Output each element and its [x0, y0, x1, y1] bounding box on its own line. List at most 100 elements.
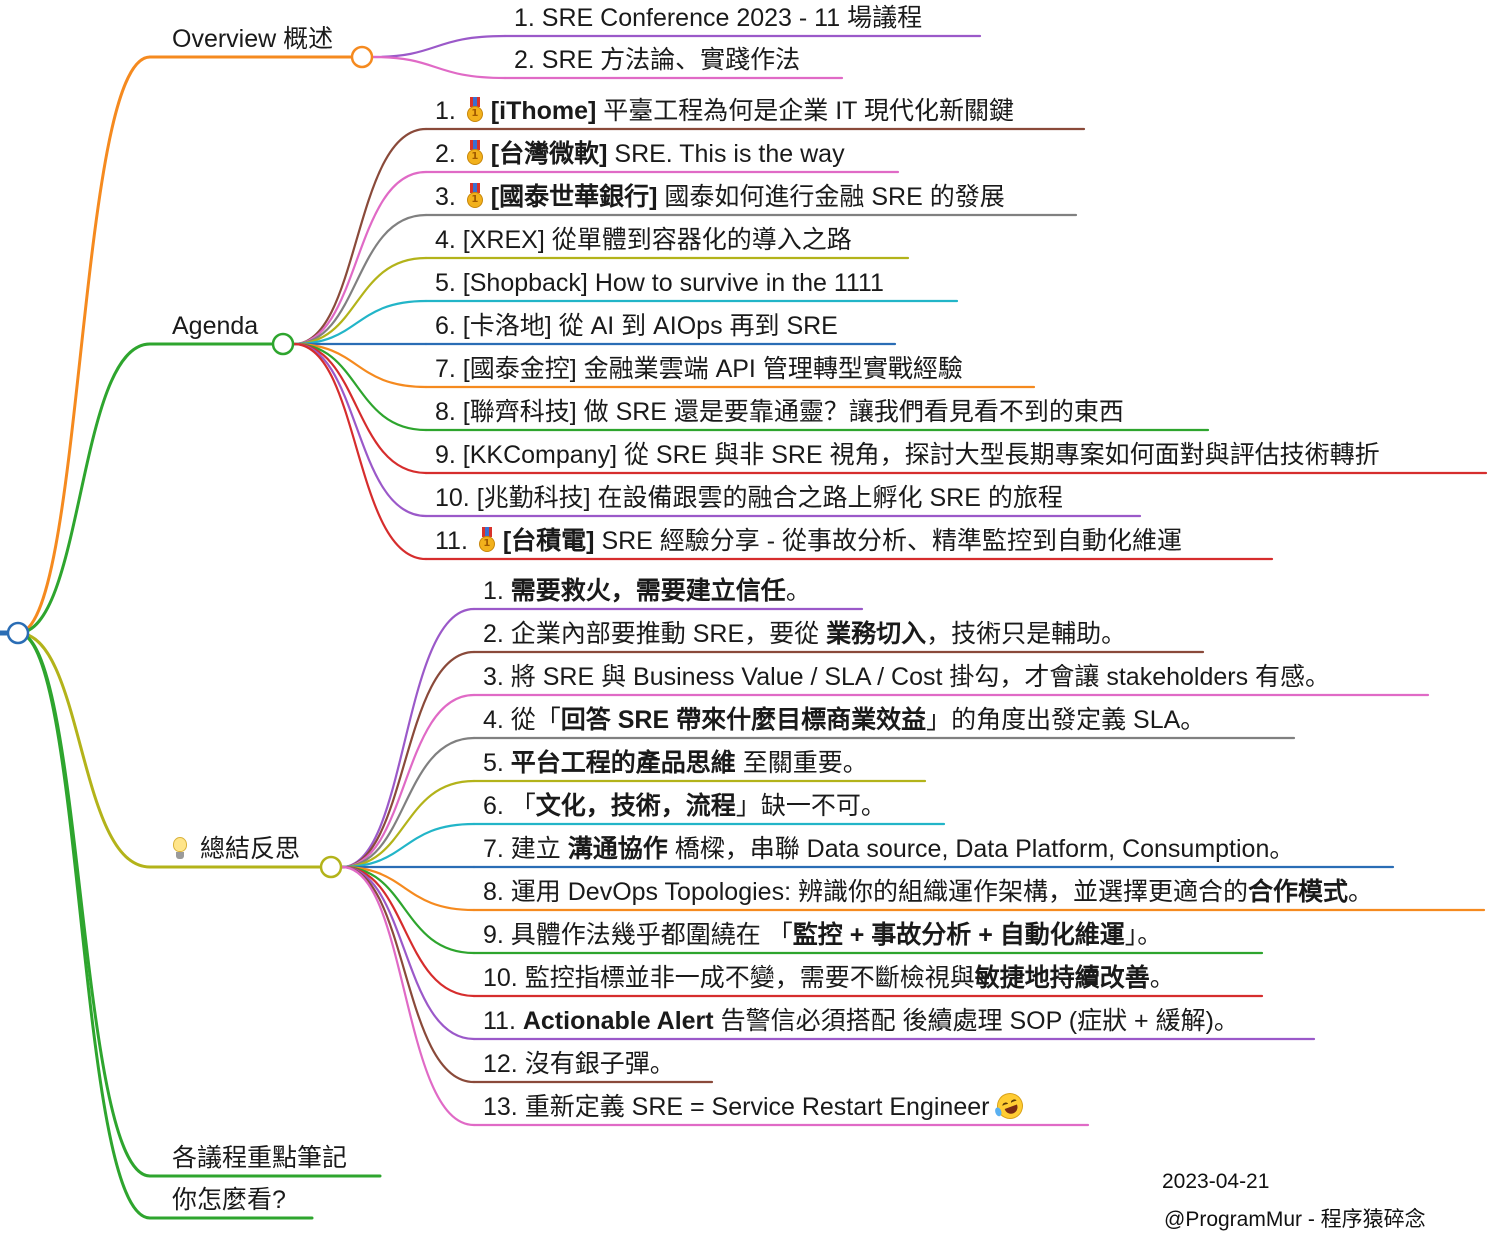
gold-medal-icon: 1 [466, 183, 483, 209]
agenda-item[interactable]: 3. 1 [國泰世華銀行] 國泰如何進行金融 SRE 的發展 [435, 182, 1005, 212]
overview-item[interactable]: 2. SRE 方法論、實踐作法 [514, 45, 800, 75]
agenda-node[interactable] [271, 332, 295, 356]
agenda-connector [292, 342, 428, 432]
summary-item[interactable]: 7. 建立 溝通協作 橋樑，串聯 Data source, Data Platf… [483, 834, 1294, 864]
summary-item-text: 。 [1347, 878, 1373, 906]
summary-connector [340, 650, 476, 869]
summary-item[interactable]: 11. Actionable Alert 告警信必須搭配 後續處理 SOP (症… [483, 1006, 1239, 1036]
summary-item-text: 。 [785, 577, 811, 605]
summary-item-text: 7. 建立 [483, 835, 568, 863]
summary-item[interactable]: 13. 重新定義 SRE = Service Restart Engineer [483, 1089, 1028, 1123]
branch-connector-notes [16, 631, 152, 1178]
branch-label: 總結反思 [200, 835, 301, 863]
overview-connector [371, 55, 507, 80]
agenda-item-number: 10. [435, 484, 477, 512]
summary-item[interactable]: 1. 需要救火，需要建立信任。 [483, 576, 811, 606]
summary-connector [340, 607, 476, 869]
summary-item-emphasis: 監控 + 事故分析 + 自動化維運 [792, 921, 1125, 949]
branch-overview[interactable]: Overview 概述 [172, 24, 333, 54]
summary-item[interactable]: 9. 具體作法幾乎都圍繞在 「監控 + 事故分析 + 自動化維運」。 [483, 920, 1162, 950]
branch-opinion[interactable]: 你怎麼看? [172, 1185, 286, 1215]
summary-item-text: 10. 監控指標並非一成不變，需要不斷檢視與 [483, 964, 975, 992]
agenda-item[interactable]: 10. [兆勤科技] 在設備跟雲的融合之路上孵化 SRE 的旅程 [435, 483, 1063, 513]
summary-item[interactable]: 6. 「文化，技術，流程」缺一不可。 [483, 791, 886, 821]
agenda-item-title: SRE 經驗分享 - 從事故分析、精準監控到自動化維運 [594, 527, 1183, 555]
summary-item-emphasis: 回答 SRE 帶來什麼目標商業效益 [560, 706, 927, 734]
gold-medal-icon: 1 [466, 140, 483, 166]
overview-connector [371, 34, 507, 59]
summary-item-text: 告警信必須搭配 後續處理 SOP (症狀 + 緩解)。 [713, 1007, 1239, 1035]
summary-connector [340, 822, 476, 869]
summary-connector [340, 693, 476, 869]
summary-item[interactable]: 10. 監控指標並非一成不變，需要不斷檢視與敏捷地持續改善。 [483, 963, 1175, 993]
agenda-item-number: 5. [435, 269, 463, 297]
summary-item[interactable]: 5. 平台工程的產品思維 至關重要。 [483, 748, 868, 778]
branch-label: Overview 概述 [172, 25, 334, 53]
summary-item[interactable]: 12. 沒有銀子彈。 [483, 1049, 675, 1079]
agenda-item-title: [Shopback] How to survive in the 1111 [462, 269, 884, 297]
branch-connector-overview [16, 55, 152, 635]
branch-label: 各議程重點筆記 [172, 1144, 348, 1172]
agenda-item[interactable]: 11. 1[台積電] SRE 經驗分享 - 從事故分析、精準監控到自動化維運 [435, 526, 1182, 556]
overview-node[interactable] [350, 45, 374, 69]
agenda-connector [292, 127, 428, 346]
summary-item[interactable]: 3. 將 SRE 與 Business Value / SLA / Cost 掛… [483, 662, 1330, 692]
agenda-item-number: 7. [435, 355, 463, 383]
branch-agenda[interactable]: Agenda [172, 311, 258, 341]
overview-item[interactable]: 1. SRE Conference 2023 - 11 場議程 [514, 3, 922, 33]
agenda-item-title: [聯齊科技] 做 SRE 還是要靠通靈？讓我們看見看不到的東西 [462, 398, 1124, 426]
agenda-connector [292, 170, 428, 346]
agenda-connector [292, 299, 428, 346]
summary-item-emphasis: 文化，技術，流程 [535, 792, 736, 820]
agenda-item-company: [國泰世華銀行] [490, 183, 658, 211]
branch-label: 你怎麼看? [172, 1186, 286, 1214]
branch-summary[interactable]: 總結反思 [172, 834, 300, 864]
agenda-item[interactable]: 4. [XREX] 從單體到容器化的導入之路 [435, 225, 852, 255]
agenda-item-title: [國泰金控] 金融業雲端 API 管理轉型實戰經驗 [462, 355, 963, 383]
summary-item-emphasis: 敏捷地持續改善 [974, 964, 1150, 992]
agenda-item-title: [KKCompany] 從 SRE 與非 SRE 視角，探討大型長期專案如何面對… [462, 441, 1380, 469]
summary-item-text: 橋樑，串聯 Data source, Data Platform, Consum… [667, 835, 1295, 863]
overview-item-label: 2. SRE 方法論、實踐作法 [514, 46, 801, 74]
agenda-item[interactable]: 6. [卡洛地] 從 AI 到 AIOps 再到 SRE [435, 311, 838, 341]
agenda-item-title: 國泰如何進行金融 SRE 的發展 [657, 183, 1005, 211]
summary-item-text: 4. 從「 [483, 706, 561, 734]
agenda-item-number: 1. [435, 97, 463, 125]
summary-item-text: 8. 運用 DevOps Topologies: 辨識你的組織運作架構，並選擇更… [483, 878, 1248, 906]
agenda-connector [292, 342, 428, 561]
summary-item-text: 13. 重新定義 SRE = Service Restart Engineer [483, 1093, 990, 1121]
summary-connector [340, 736, 476, 869]
footer-date: 2023-04-21 [1162, 1170, 1270, 1193]
summary-item-emphasis: 需要救火，需要建立信任 [510, 577, 786, 605]
summary-item-emphasis: Actionable Alert [522, 1007, 714, 1035]
branch-connector-agenda [16, 342, 152, 635]
lightbulb-icon [172, 837, 188, 861]
branch-connector-summary [16, 631, 152, 869]
agenda-item-company: [台積電] [502, 527, 595, 555]
agenda-item[interactable]: 2. 1[台灣微軟] SRE. This is the way [435, 139, 845, 169]
agenda-item[interactable]: 7. [國泰金控] 金融業雲端 API 管理轉型實戰經驗 [435, 354, 963, 384]
summary-item-text: 」。 [1124, 921, 1163, 949]
summary-item-emphasis: 業務切入 [826, 620, 927, 648]
summary-item-emphasis: 平台工程的產品思維 [510, 749, 736, 777]
agenda-item-number: 6. [435, 312, 463, 340]
summary-item[interactable]: 4. 從「回答 SRE 帶來什麼目標商業效益」的角度出發定義 SLA。 [483, 705, 1205, 735]
agenda-item-title: SRE. This is the way [607, 140, 845, 168]
branch-notes[interactable]: 各議程重點筆記 [172, 1143, 347, 1173]
summary-item[interactable]: 2. 企業內部要推動 SRE，要從 業務切入，技術只是輔助。 [483, 619, 1126, 649]
summary-item-text: 2. 企業內部要推動 SRE，要從 [483, 620, 827, 648]
summary-node[interactable] [319, 855, 343, 879]
branch-connector-opinion [16, 631, 152, 1220]
summary-connector [340, 865, 476, 998]
agenda-item-number: 9. [435, 441, 463, 469]
agenda-item-number: 3. [435, 183, 463, 211]
agenda-item[interactable]: 8. [聯齊科技] 做 SRE 還是要靠通靈？讓我們看見看不到的東西 [435, 397, 1124, 427]
overview-item-label: 1. SRE Conference 2023 - 11 場議程 [514, 4, 923, 32]
gold-medal-icon: 1 [478, 527, 495, 553]
agenda-item[interactable]: 9. [KKCompany] 從 SRE 與非 SRE 視角，探討大型長期專案如… [435, 440, 1380, 470]
agenda-item[interactable]: 1. 1[iThome] 平臺工程為何是企業 IT 現代化新關鍵 [435, 96, 1014, 126]
root-node[interactable] [6, 621, 30, 645]
summary-item[interactable]: 8. 運用 DevOps Topologies: 辨識你的組織運作架構，並選擇更… [483, 877, 1373, 907]
agenda-item[interactable]: 5. [Shopback] How to survive in the 1111 [435, 268, 884, 298]
